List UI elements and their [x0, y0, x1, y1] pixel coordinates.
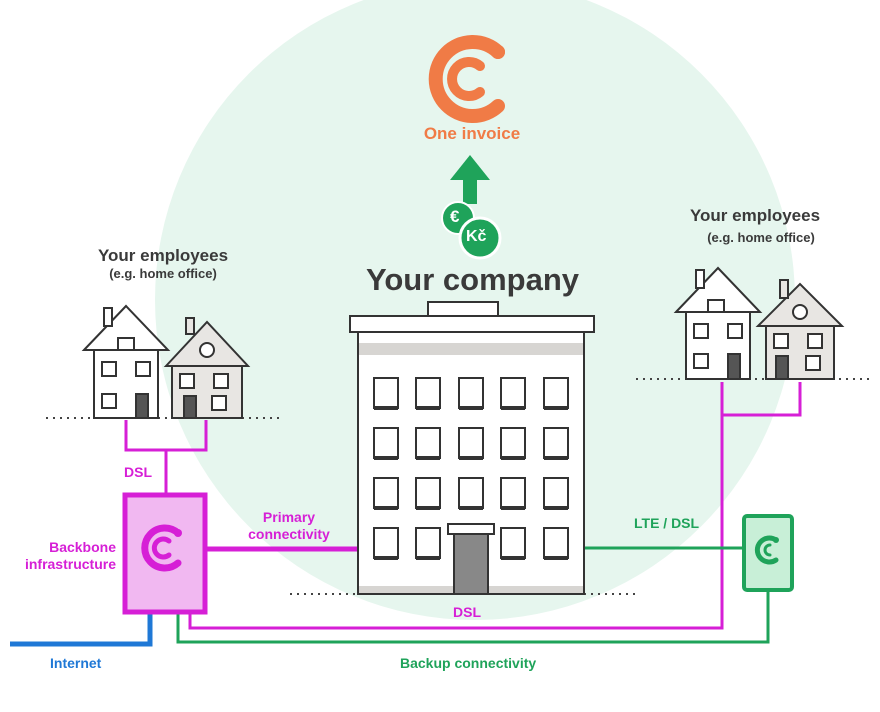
- backup-line: [176, 590, 770, 644]
- lte-dsl-label: LTE / DSL: [634, 515, 700, 531]
- euro-coin-text: €: [450, 207, 460, 226]
- building-window: [543, 427, 569, 459]
- dsl-bottom-label: DSL: [453, 604, 481, 620]
- internet-label: Internet: [50, 655, 102, 671]
- building-window: [373, 377, 399, 409]
- dsl-line-bottom: [188, 382, 802, 630]
- one-invoice-label: One invoice: [423, 124, 521, 143]
- arrow-up-icon: [450, 155, 490, 204]
- employees-left-subtitle: (e.g. home office): [109, 266, 217, 281]
- router-icon: [122, 492, 208, 615]
- building-window: [543, 477, 569, 509]
- house-icon: [81, 304, 171, 419]
- employees-right-subtitle: (e.g. home office): [707, 230, 815, 245]
- building-window: [415, 427, 441, 459]
- backbone-label: Backbone infrastructure: [24, 539, 116, 572]
- internet-line: [10, 612, 153, 647]
- dsl-top-label: DSL: [124, 464, 152, 480]
- building-window: [500, 477, 526, 509]
- router-icon: [742, 514, 794, 592]
- building-window: [373, 427, 399, 459]
- building-window: [415, 527, 441, 559]
- primary-connectivity-label: Primary connectivity: [248, 509, 330, 542]
- building-window: [500, 377, 526, 409]
- house-icon: [673, 266, 763, 380]
- building-window: [458, 377, 484, 409]
- company-logo-icon: [428, 35, 505, 123]
- house-icon: [163, 317, 251, 419]
- building-window: [543, 377, 569, 409]
- building-window: [415, 477, 441, 509]
- czk-coin-text: Kč: [466, 228, 487, 245]
- building-window: [415, 377, 441, 409]
- house-icon: [755, 279, 845, 380]
- company-title: Your company: [366, 262, 580, 297]
- building-window: [500, 527, 526, 559]
- backup-connectivity-label: Backup connectivity: [400, 655, 537, 671]
- employees-right-title: Your employees: [689, 206, 821, 225]
- building-window: [543, 527, 569, 559]
- employees-left-title: Your employees: [97, 246, 229, 265]
- building-window: [373, 527, 399, 559]
- building-window: [500, 427, 526, 459]
- czk-coin-icon: [458, 216, 502, 260]
- building-window: [458, 477, 484, 509]
- building-window: [373, 477, 399, 509]
- office-building-icon: [349, 301, 595, 595]
- building-window: [458, 427, 484, 459]
